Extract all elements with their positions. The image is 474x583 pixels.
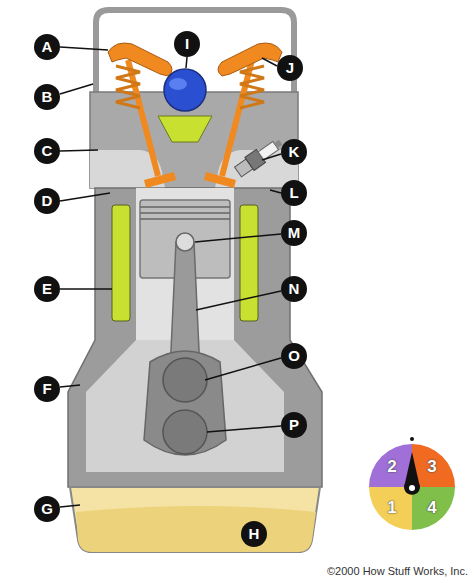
callout-letter: H — [241, 521, 267, 547]
stroke-number: 3 — [427, 457, 436, 477]
camshaft — [164, 69, 206, 111]
callout-letter: G — [34, 496, 60, 522]
pointer-hub — [409, 485, 415, 491]
piston-pin — [176, 233, 194, 251]
coolant-passage — [158, 116, 212, 142]
callout-letter: B — [34, 84, 60, 110]
callout-letter: J — [277, 55, 303, 81]
crankcase — [86, 340, 284, 472]
callout-letter: I — [174, 31, 200, 57]
sector-2 — [369, 444, 412, 487]
sector-3 — [412, 444, 455, 487]
callout-letter: L — [281, 180, 307, 206]
callout-letter: D — [34, 188, 60, 214]
coolant-jacket — [112, 205, 130, 321]
indicator-pointer — [404, 452, 420, 495]
stroke-number: 2 — [387, 457, 396, 477]
piston-ring — [140, 218, 230, 220]
sector-1 — [369, 487, 412, 530]
valve-head — [144, 172, 176, 188]
piston-ring — [140, 212, 230, 214]
leader-lines — [60, 47, 281, 507]
callout-letter: C — [34, 138, 60, 164]
stroke-number: 1 — [387, 498, 396, 518]
indicator-dot — [410, 437, 414, 441]
sector-4 — [412, 487, 455, 530]
callout-letter: K — [281, 139, 307, 165]
valve-spring — [240, 66, 264, 108]
intake-valve — [128, 60, 158, 176]
rocker-arm — [108, 43, 172, 76]
rocker-arm — [218, 43, 282, 76]
callout-letter: O — [281, 343, 307, 369]
spark-plug — [233, 136, 285, 179]
valve-spring — [116, 66, 140, 108]
piston-ring — [140, 206, 230, 208]
copyright-note: ©2000 How Stuff Works, Inc. — [327, 565, 468, 578]
stroke-number: 4 — [427, 498, 436, 518]
camshaft-shine — [169, 78, 187, 90]
crankshaft — [163, 410, 207, 454]
callout-letter: N — [281, 276, 307, 302]
coolant-jacket — [240, 205, 258, 321]
callout-letter: M — [281, 220, 307, 246]
callout-letter: A — [34, 34, 60, 60]
engine-block — [68, 188, 322, 487]
callout-letter: E — [34, 276, 60, 302]
oil — [76, 506, 316, 552]
crank-pin — [163, 358, 207, 402]
oil-pan — [70, 487, 320, 552]
valve-head — [204, 172, 236, 188]
callout-letter: P — [281, 412, 307, 438]
stroke-indicator — [369, 437, 455, 530]
crank-throw — [144, 351, 226, 455]
callout-letter: F — [34, 376, 60, 402]
